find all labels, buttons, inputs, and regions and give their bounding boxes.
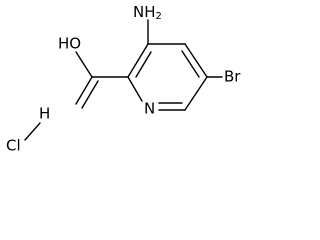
amine-h-label: H	[144, 3, 155, 21]
bond-c4-c5-inner	[181, 50, 200, 78]
amine-n-label: N	[133, 3, 144, 21]
bond-carboxyl-o-b	[81, 80, 99, 109]
bond-c2-c3-inner	[135, 51, 152, 78]
bond-carboxyl-o-a	[75, 76, 93, 105]
ring-nitrogen-label: N	[144, 100, 155, 118]
bond-c4-c5	[184, 43, 208, 78]
bond-c5-c6	[184, 76, 208, 111]
hydroxyl-label: HO	[58, 35, 81, 53]
bond-n1-c2	[127, 76, 143, 102]
hcl-hydrogen-label: H	[39, 105, 50, 123]
chemical-structure: NH2 HO Br N H Cl	[6, 3, 241, 155]
bond-carboxyl-oh	[75, 51, 93, 78]
amine-h-count: 2	[156, 11, 162, 22]
amine-group: NH2	[133, 3, 162, 23]
bond-c2-c3	[127, 43, 149, 78]
hcl-chlorine-label: Cl	[6, 137, 21, 155]
bromine-label: Br	[224, 68, 241, 86]
bond-h-cl	[24, 122, 41, 141]
